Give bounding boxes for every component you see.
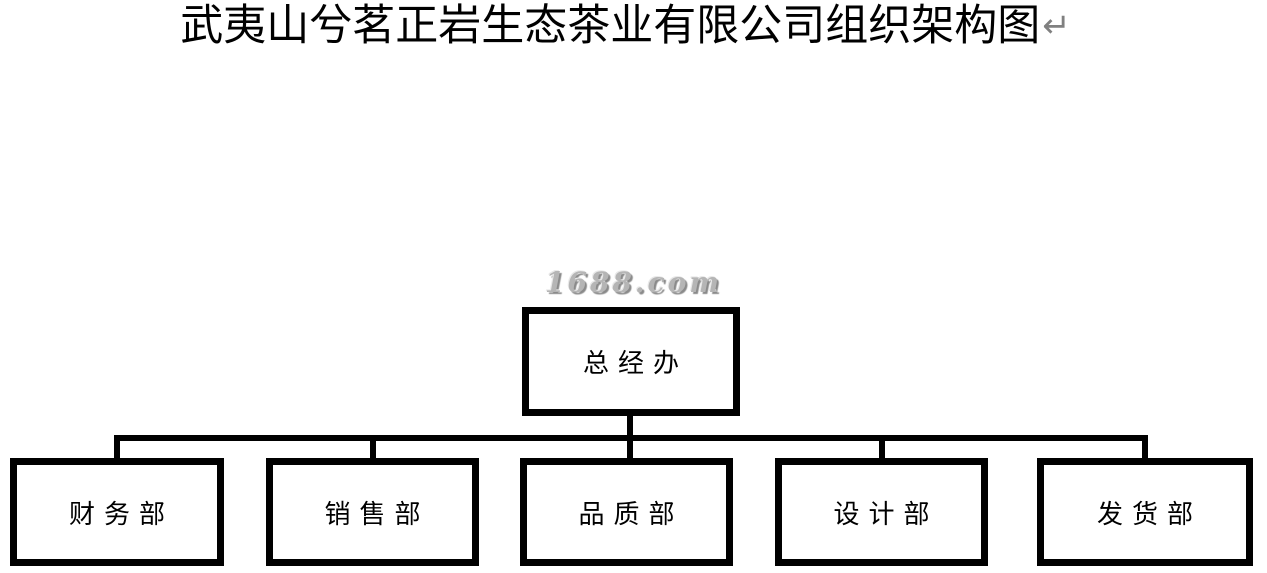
org-box-label: 品质部 <box>578 499 684 530</box>
paragraph-return-mark-icon: ↵ <box>1042 6 1071 46</box>
org-box-sales: 销售部 <box>266 458 479 566</box>
org-box-label: 销售部 <box>324 499 430 530</box>
connector-drop-design <box>879 435 885 460</box>
watermark-text: 1688.com <box>544 266 723 299</box>
org-box-label: 总经办 <box>582 349 688 379</box>
org-box-design: 设计部 <box>775 458 988 566</box>
page-title: 武夷山兮茗正岩生态茶业有限公司组织架构图↵ <box>0 1 1259 51</box>
connector-drop-shipping <box>1142 435 1148 460</box>
org-box-finance: 财务部 <box>10 458 224 566</box>
org-box-label: 财务部 <box>68 499 174 530</box>
org-box-label: 设计部 <box>833 499 939 530</box>
connector-drop-sales <box>370 435 376 460</box>
page-title-text: 武夷山兮茗正岩生态茶业有限公司组织架构图 <box>180 1 1041 51</box>
connector-horizontal-bus <box>114 435 1148 441</box>
org-box-shipping: 发货部 <box>1037 458 1253 566</box>
org-box-quality: 品质部 <box>520 458 733 566</box>
org-box-label: 发货部 <box>1096 499 1202 530</box>
org-box-general-manager-office: 总经办 <box>522 307 740 416</box>
connector-drop-finance <box>114 435 120 460</box>
